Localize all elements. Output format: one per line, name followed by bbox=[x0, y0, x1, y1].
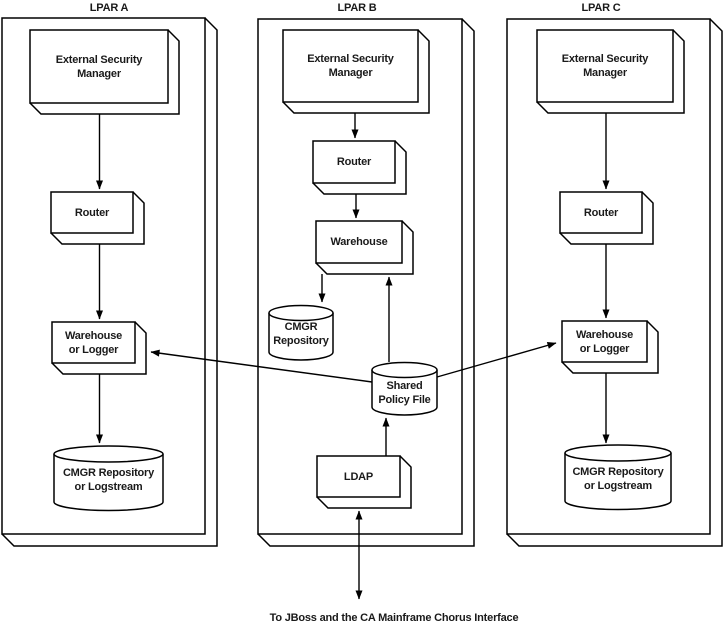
esm-a-box-front bbox=[29, 29, 169, 104]
ldap-box-front bbox=[316, 455, 401, 498]
warehouse-c-box-front bbox=[561, 320, 648, 363]
arrow-shared-policy-file-to-warehouse-a bbox=[150, 349, 373, 383]
cmgr-c-cylinder-top bbox=[564, 444, 672, 462]
warehouse-a-box bbox=[51, 321, 147, 375]
cmgr-a-cylinder bbox=[53, 445, 164, 512]
cmgr-a-cylinder-body bbox=[53, 454, 164, 512]
router-c-box-front bbox=[559, 191, 643, 234]
esm-c-box-front bbox=[536, 29, 674, 103]
ldap-box bbox=[316, 455, 412, 509]
cmgr-b-cylinder bbox=[268, 304, 334, 361]
esm-b-box bbox=[282, 29, 430, 114]
shared-policy-file-cylinder bbox=[371, 361, 438, 416]
router-c-box bbox=[559, 191, 654, 245]
warehouse-a-box-front bbox=[51, 321, 136, 364]
shared-policy-file-cylinder-body bbox=[371, 370, 438, 416]
cmgr-c-cylinder bbox=[564, 444, 672, 511]
router-a-box-front bbox=[50, 191, 134, 234]
cmgr-b-cylinder-body bbox=[268, 313, 334, 361]
warehouse-b-box-front bbox=[315, 220, 403, 264]
cmgr-b-cylinder-top bbox=[268, 304, 334, 322]
arrow-shared-policy-file-to-warehouse-c bbox=[436, 341, 557, 378]
esm-a-box bbox=[29, 29, 180, 115]
esm-b-box-front bbox=[282, 29, 419, 103]
shared-policy-file-cylinder-top bbox=[371, 361, 438, 379]
cmgr-c-cylinder-body bbox=[564, 453, 672, 511]
router-b-box bbox=[312, 140, 407, 195]
warehouse-b-box bbox=[315, 220, 414, 275]
warehouse-c-box bbox=[561, 320, 659, 374]
router-a-box bbox=[50, 191, 145, 245]
esm-c-box bbox=[536, 29, 685, 114]
cmgr-a-cylinder-top bbox=[53, 445, 164, 463]
router-b-box-front bbox=[312, 140, 396, 184]
